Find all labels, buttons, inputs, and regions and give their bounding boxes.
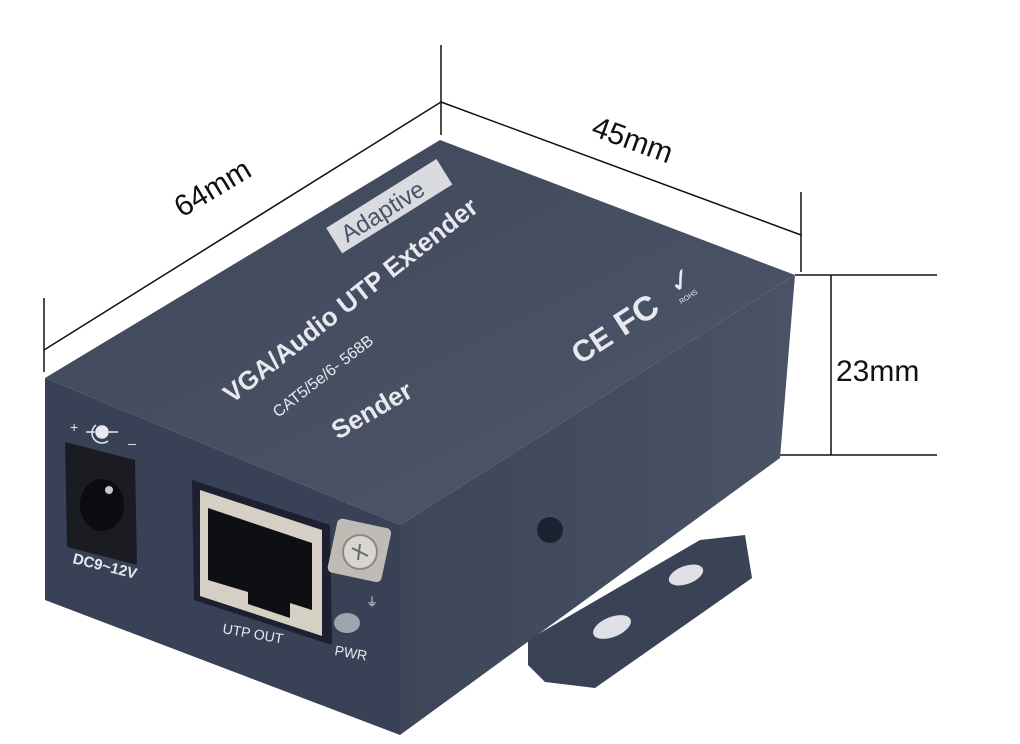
- adaptive-badge: [326, 159, 453, 254]
- device-top-face: [45, 140, 795, 525]
- polarity-symbol-icon: [86, 424, 118, 444]
- rj45-utp-port[interactable]: [192, 480, 332, 645]
- ground-screw[interactable]: [327, 518, 392, 583]
- polarity-plus: +: [70, 419, 78, 435]
- dc-power-jack[interactable]: [65, 442, 137, 565]
- length-dimension-label: 64mm: [169, 153, 257, 224]
- pwr-led-label: PWR: [333, 642, 368, 663]
- mounting-bracket: [528, 535, 752, 688]
- polarity-minus: –: [128, 435, 136, 451]
- side-screw-icon: [537, 517, 563, 543]
- ground-symbol-icon: ⏚: [366, 595, 378, 609]
- device-side-face: [400, 275, 795, 735]
- dimension-lines: [43, 45, 937, 456]
- height-dimension-label: 23mm: [836, 355, 919, 388]
- power-led: [334, 613, 360, 633]
